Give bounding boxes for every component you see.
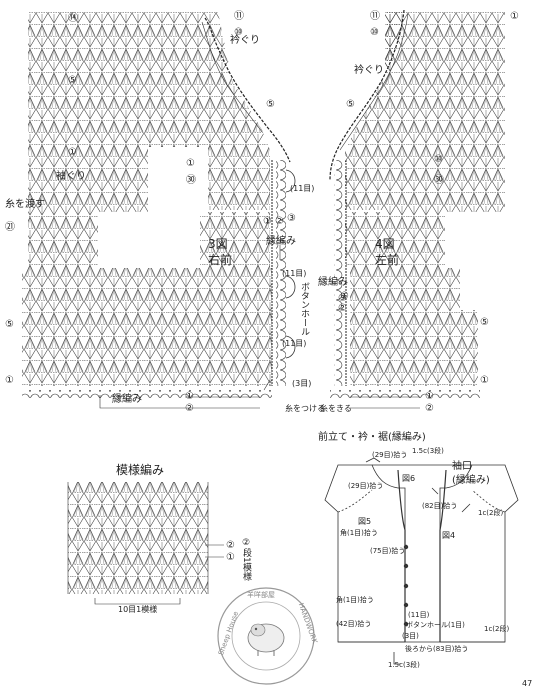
pattern-swatch bbox=[67, 482, 224, 605]
buttonhole-stitch-label: ボタンホール(1目) bbox=[406, 621, 465, 629]
right-1c-label: 1c(2段) bbox=[484, 625, 510, 633]
fig4-title-name: 左前 bbox=[375, 253, 400, 267]
bottom-label-2: ② bbox=[185, 403, 194, 414]
page-number: 47 bbox=[522, 679, 533, 688]
fig4-title-number: 4図 bbox=[375, 237, 395, 251]
left-label-10: ⑩ bbox=[370, 27, 379, 38]
pattern-circle-2: ② bbox=[226, 540, 235, 551]
pattern-circle-1: ① bbox=[226, 552, 235, 563]
row-label-1b: ① bbox=[5, 375, 14, 386]
right4-label-10: ⑩ bbox=[434, 154, 443, 165]
edge-num-2: ② bbox=[275, 216, 284, 227]
cut-yarn-label: 糸をきる bbox=[320, 404, 352, 413]
armhole-label: 袖ぐり bbox=[56, 171, 86, 182]
attach-yarn-label: 糸をつける bbox=[285, 404, 325, 413]
stitch-11-label: (11目) bbox=[408, 611, 430, 619]
schematic-title: 前立て・衿・裾(縁編み) bbox=[318, 432, 426, 443]
right-collar-label: 衿ぐり bbox=[230, 35, 260, 46]
row-label-1a: ① bbox=[68, 147, 77, 158]
right4-label-1: ① bbox=[510, 11, 519, 22]
fig4-bottom-1: ① bbox=[425, 391, 434, 402]
fig3-title-number: 3図 bbox=[208, 237, 228, 251]
pattern-repeat-note: ②段1模様 bbox=[241, 538, 251, 581]
watermark-top: 羊咩部屋 bbox=[247, 591, 275, 599]
stitch-75-label: (75目)拾う bbox=[370, 547, 406, 555]
row-label-14: ⑭ bbox=[68, 13, 78, 24]
right4-label-30: ㉚ bbox=[434, 175, 444, 186]
stitch-42-label: (42目)拾う bbox=[336, 620, 372, 628]
fig6-label: 図6 bbox=[402, 474, 416, 483]
stitch-3-label: (3目) bbox=[402, 632, 419, 640]
watermark-stamp bbox=[217, 587, 315, 685]
bottom-edging-label: 縁編み bbox=[112, 394, 142, 405]
stitch-82-label: (82目)拾う bbox=[422, 502, 458, 510]
sleeve-1c-label: 1c(2段) bbox=[478, 509, 504, 517]
stitch-count-11a: (11目) bbox=[282, 269, 307, 278]
bottom-rows-label: 1.5c(3段) bbox=[388, 661, 420, 669]
row-label-5b: ⑤ bbox=[5, 319, 14, 330]
right-label-30: ㉚ bbox=[186, 175, 196, 186]
row-label-5a: ⑤ bbox=[68, 75, 77, 86]
stitch-count-11c: (11目) bbox=[290, 184, 315, 193]
fig5-label: 図5 bbox=[358, 517, 372, 526]
stitch-count-3: (3目) bbox=[292, 379, 312, 388]
top-rows-label: 1.5c(3段) bbox=[412, 447, 444, 455]
left-front-chart bbox=[329, 9, 505, 409]
stitch-count-11b: (11目) bbox=[282, 339, 307, 348]
pattern-title: 模様編み bbox=[116, 463, 165, 477]
fig4-edge-num-3: ③ bbox=[338, 293, 347, 304]
fig4-edge-num-2: ② bbox=[338, 303, 347, 314]
fig4-edge-num-1: ① bbox=[340, 291, 349, 302]
top-stitch-label: (29目)拾う bbox=[372, 451, 408, 459]
edge-num-3: ③ bbox=[287, 213, 296, 224]
corner-1-label: 角(1目)拾う bbox=[340, 529, 378, 537]
right-label-10: ⑩ bbox=[234, 27, 243, 38]
thread-pass-label: 糸を渡す bbox=[5, 199, 45, 210]
fig4-ref-label: 図4 bbox=[442, 531, 456, 540]
left-29-label: (29目)拾う bbox=[348, 482, 384, 490]
assembly-schematic bbox=[324, 457, 519, 665]
corner-2-label: 角(1目)拾う bbox=[336, 596, 374, 604]
sleeve-title: 袖口 bbox=[452, 461, 472, 472]
fig4-edging-label: 縁編み bbox=[318, 277, 348, 288]
row-label-21: ㉑ bbox=[5, 222, 15, 233]
sleeve-subtitle: (縁編み) bbox=[452, 475, 490, 486]
pattern-repeat-width: 10目1模様 bbox=[118, 605, 158, 614]
left-label-5: ⑤ bbox=[346, 99, 355, 110]
bottom-label-1: ① bbox=[185, 391, 194, 402]
right4-label-1b: ① bbox=[480, 375, 489, 386]
right-label-1: ① bbox=[186, 158, 195, 169]
buttonhole-label: ボタンホール bbox=[299, 282, 309, 336]
fig3-edging-label: 縁編み bbox=[266, 236, 296, 247]
left-collar-label: 衿ぐり bbox=[354, 65, 384, 76]
right-label-11: ⑪ bbox=[234, 11, 244, 22]
edge-num-1: ① bbox=[263, 216, 272, 227]
right4-label-5: ⑤ bbox=[480, 317, 489, 328]
right-label-5: ⑤ bbox=[266, 99, 275, 110]
left-label-11: ⑪ bbox=[370, 11, 380, 22]
right-front-chart bbox=[22, 12, 296, 409]
fig3-title-name: 右前 bbox=[208, 253, 233, 267]
back-83-label: 後ろから(83目)拾う bbox=[405, 645, 469, 653]
fig4-bottom-2: ② bbox=[425, 403, 434, 414]
